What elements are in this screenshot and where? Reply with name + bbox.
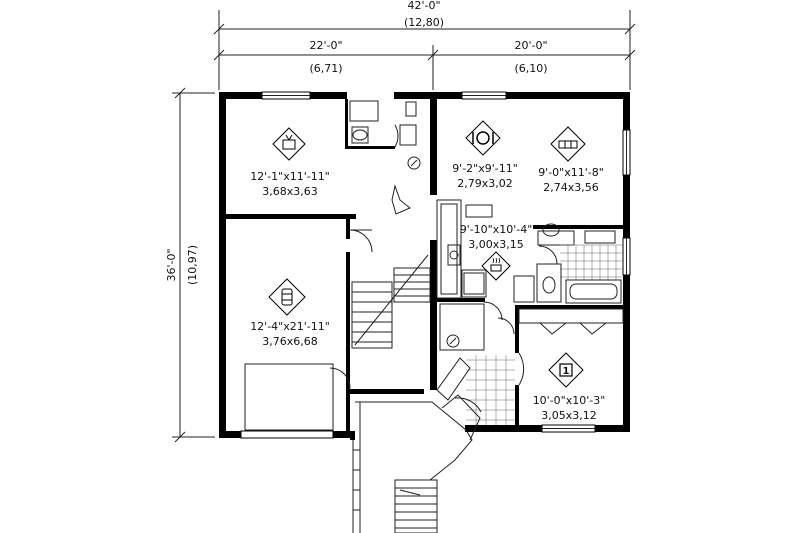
family-room-size: 9'-0"x11'-8" [538, 166, 604, 179]
dining-room-size-metric: 2,79x3,02 [457, 177, 513, 190]
dining-room-size: 9'-2"x9'-11" [452, 162, 518, 175]
depth-imperial: 36'-0" [165, 248, 178, 281]
side-dimensions: 36'-0" (10,97) [165, 87, 215, 443]
garage-door [244, 363, 351, 431]
car-icon [268, 278, 306, 316]
garage-size-metric: 3,76x6,68 [262, 335, 318, 348]
powder-room [349, 100, 417, 148]
overall-width-imperial: 42'-0" [407, 0, 440, 12]
right-width-imperial: 20'-0" [514, 39, 547, 52]
top-dimensions: 42'-0" (12,80) 22'-0" (6,71) 20'-0" (6,1… [213, 0, 636, 90]
dining-icon [465, 120, 501, 156]
bathroom [513, 223, 622, 304]
right-width-metric: (6,10) [514, 62, 547, 75]
garage-size: 12'-4"x21'-11" [250, 320, 330, 333]
depth-metric: (10,97) [186, 245, 199, 285]
interior-walls [226, 99, 623, 440]
sofa-icon [550, 126, 586, 162]
kitchen-fixtures [436, 199, 493, 299]
room-labels: 12'-1"x11'-11" 3,68x3,63 12'-4"x21'-11" … [250, 162, 605, 422]
front-stairs [352, 401, 473, 533]
family-room-size-metric: 2,74x3,56 [543, 181, 599, 194]
foyer-tile-grid [466, 355, 515, 425]
stairs [349, 156, 431, 349]
kitchen-size: 9'-10"x10'-4" [460, 223, 533, 236]
kitchen-size-metric: 3,00x3,15 [468, 238, 524, 251]
living-room-size: 12'-1"x11'-11" [250, 170, 330, 183]
kitchen-icon [481, 251, 511, 281]
foyer [436, 301, 525, 441]
bedroom-number-badge: 1 [563, 366, 570, 377]
living-room-size-metric: 3,68x3,63 [262, 185, 318, 198]
bedroom-closet [518, 308, 624, 335]
overall-width-metric: (12,80) [404, 16, 444, 29]
tv-icon [272, 127, 306, 161]
left-width-metric: (6,71) [309, 62, 342, 75]
windows [240, 91, 631, 439]
bed-icon: 1 [548, 352, 584, 388]
bedroom-size-metric: 3,05x3,12 [541, 409, 597, 422]
left-width-imperial: 22'-0" [309, 39, 342, 52]
bath-tile-grid [560, 244, 622, 280]
bedroom-size: 10'-0"x10'-3" [533, 394, 606, 407]
